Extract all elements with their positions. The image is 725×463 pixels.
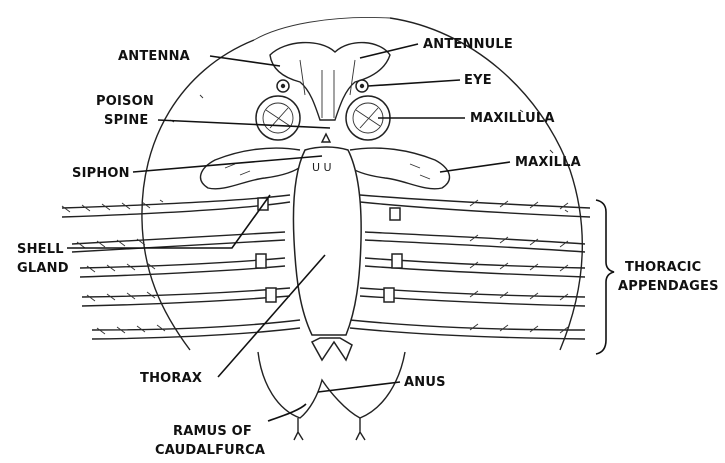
label-ramus-line1: RAMUS OF: [173, 424, 252, 439]
label-maxilla: MAXILLA: [515, 155, 581, 170]
carapace: [142, 17, 582, 350]
label-thorax: THORAX: [140, 371, 202, 386]
thoracic-legs-left: [62, 195, 300, 339]
svg-text:U U: U U: [312, 161, 332, 174]
label-eye: EYE: [464, 73, 492, 88]
abdomen: [258, 338, 405, 440]
label-shell-gland-line2: GLAND: [17, 261, 69, 276]
label-thoracic-appendages-line2: APPENDAGES: [618, 279, 719, 294]
label-siphon: SIPHON: [72, 166, 130, 181]
label-thoracic-appendages-line1: THORACIC: [625, 260, 701, 275]
label-shell-gland-line1: SHELL: [17, 242, 64, 257]
thorax-body: U U: [293, 134, 361, 335]
label-poison-spine-line1: POISON: [96, 94, 154, 109]
thoracic-legs-right: [350, 195, 590, 339]
label-maxillula: MAXILLULA: [470, 111, 555, 126]
label-antennule: ANTENNULE: [423, 37, 513, 52]
label-poison-spine-line2: SPINE: [104, 113, 149, 128]
label-antenna: ANTENNA: [118, 49, 190, 64]
label-ramus-line2: CAUDALFURCA: [155, 443, 265, 458]
label-anus: ANUS: [404, 375, 446, 390]
maxillulae: [256, 96, 390, 140]
